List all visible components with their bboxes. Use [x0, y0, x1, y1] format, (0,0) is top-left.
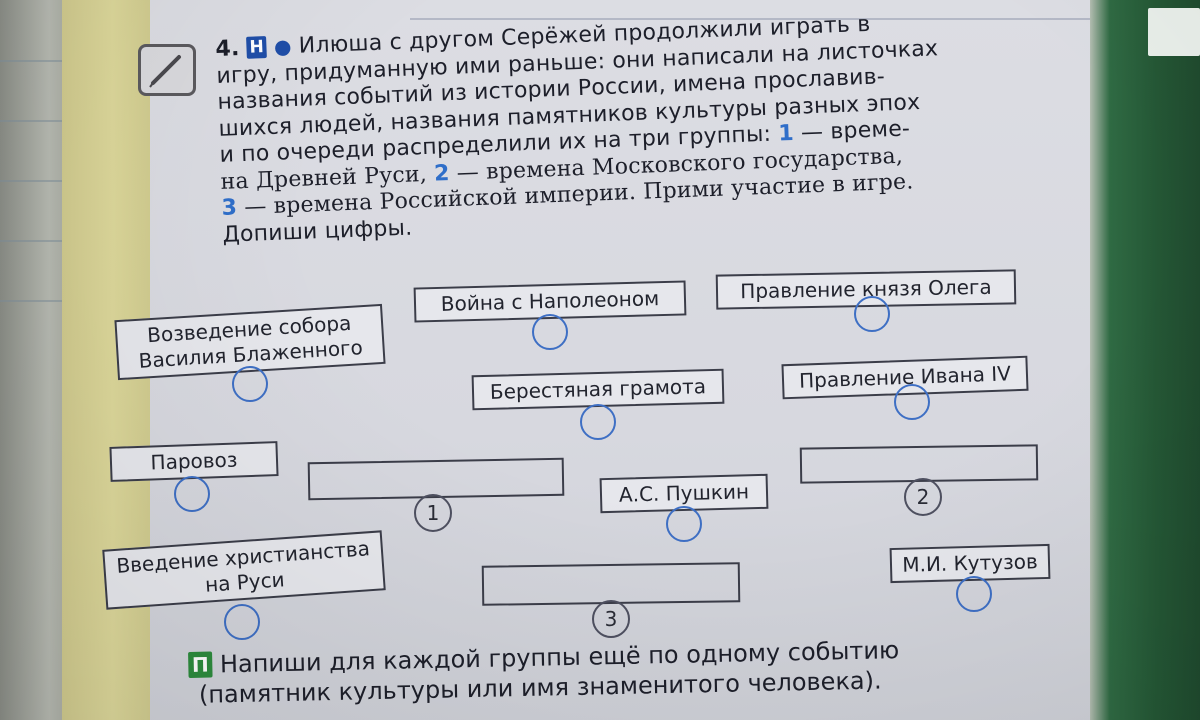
answer-circle-kutuzov[interactable] — [956, 576, 992, 612]
answer-circle-gramota[interactable] — [580, 404, 616, 440]
cover-tab — [1148, 8, 1200, 56]
pencil-icon — [138, 44, 196, 96]
task-number: 4. — [215, 36, 241, 62]
answer-circle-napoleon[interactable] — [532, 314, 568, 350]
level-badge-n: Н — [246, 36, 268, 59]
group-2-circle: 2 — [904, 478, 942, 516]
book-cover-edge — [1090, 0, 1200, 720]
answer-circle-sobor[interactable] — [232, 366, 268, 402]
level-badge-p: П — [188, 651, 213, 678]
answer-circle-christianity[interactable] — [224, 604, 260, 640]
bullet-icon: ● — [273, 34, 293, 59]
answer-circle-parovoz[interactable] — [174, 476, 210, 512]
group-1-marker: 1 — [777, 120, 795, 147]
task-text: 4. Н ● Илюша с другом Серёжей продолжили… — [215, 5, 1023, 249]
group-3-marker: 3 — [221, 195, 238, 221]
group-2-marker: 2 — [433, 160, 451, 187]
group-3-circle: 3 — [592, 600, 630, 638]
group-1-circle: 1 — [414, 494, 452, 532]
answer-circle-ivan[interactable] — [894, 384, 930, 420]
answer-circle-oleg[interactable] — [854, 296, 890, 332]
answer-circle-pushkin[interactable] — [666, 506, 702, 542]
